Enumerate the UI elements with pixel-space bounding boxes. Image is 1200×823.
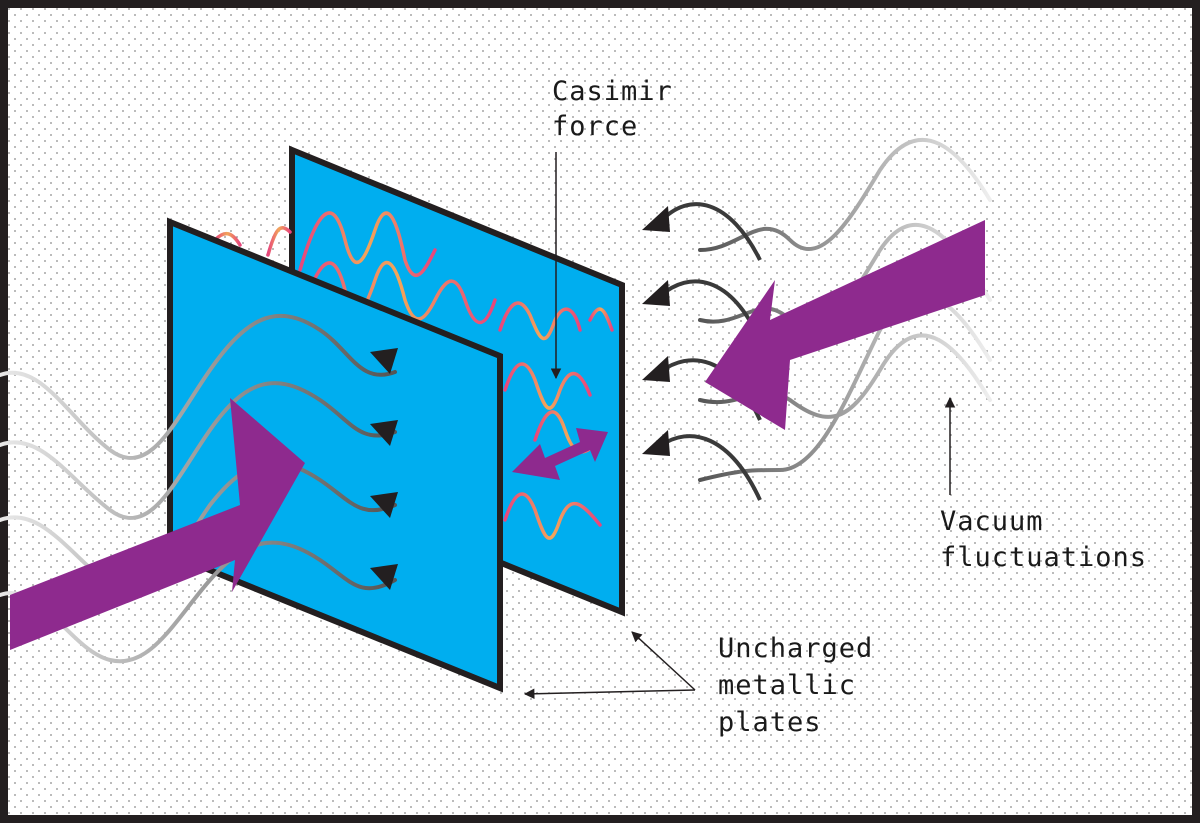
right-pressure-arrow (705, 220, 985, 430)
left-pressure-arrow (10, 398, 305, 650)
casimir-label-line2: force (552, 111, 638, 142)
plates-pointer-back (631, 631, 696, 691)
left-arrowheads (370, 348, 398, 590)
plates-label-line2: metallic (718, 670, 856, 701)
vacuum-label-line2: fluctuations (940, 542, 1147, 573)
arrowhead-icon (642, 356, 670, 382)
plates-label-line1: Uncharged (718, 633, 873, 664)
arrowhead-icon (370, 492, 398, 518)
casimir-label-line1: Casimir (552, 76, 673, 107)
arrowhead-icon (642, 280, 670, 306)
inner-waves (298, 211, 614, 540)
right-arrowheads (642, 206, 670, 456)
arrowhead-icon (370, 348, 398, 374)
arrowhead-icon (370, 564, 398, 590)
arrowhead-icon (642, 430, 670, 456)
front-plate (167, 217, 503, 693)
plates-pointer-front (523, 688, 696, 700)
casimir-double-arrow (512, 428, 608, 480)
vacuum-label-line1: Vacuum (940, 506, 1044, 537)
label-pointers (523, 152, 956, 700)
plates-label-line3: plates (718, 707, 822, 738)
inner-waves-top (213, 226, 292, 257)
plates-label: Uncharged metallic plates (718, 633, 873, 738)
casimir-force-label: Casimir force (552, 76, 673, 142)
arrowhead-icon (370, 420, 398, 446)
vacuum-fluctuations-label: Vacuum fluctuations (940, 506, 1147, 573)
arrowhead-icon (642, 206, 670, 232)
